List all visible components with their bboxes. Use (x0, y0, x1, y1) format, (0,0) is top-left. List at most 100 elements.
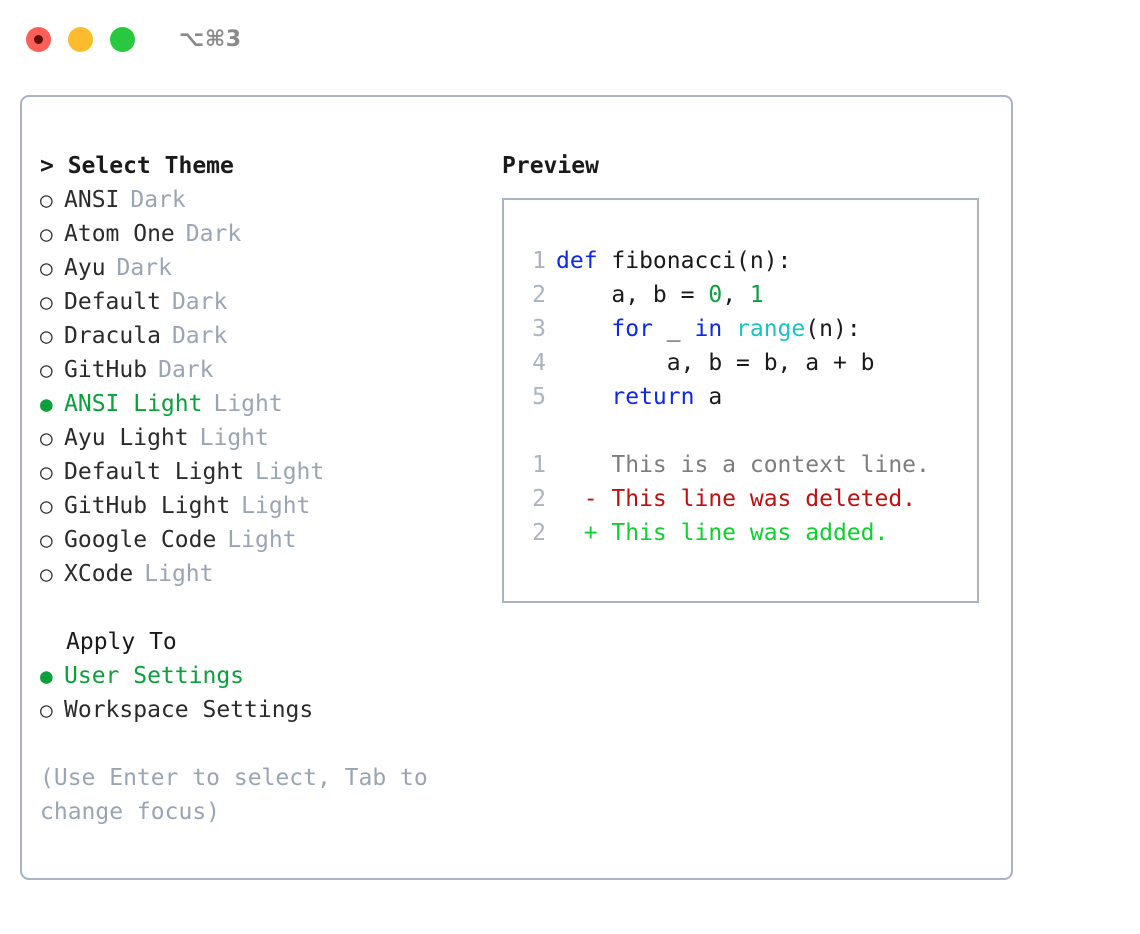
theme-option[interactable]: ○ Google Code Light (40, 523, 490, 557)
code-token: in (694, 316, 723, 342)
apply-to-option[interactable]: ○ Workspace Settings (40, 693, 490, 727)
preview-heading: Preview (502, 153, 599, 179)
theme-option[interactable]: ○ Atom One Dark (40, 217, 490, 251)
code-line: 3 for _ in range(n): (520, 312, 977, 346)
theme-option-variant-tag: Light (144, 561, 214, 587)
radio-unselected-icon: ○ (40, 256, 53, 280)
code-token: _ (652, 316, 695, 342)
radio-unselected-icon: ○ (40, 562, 53, 586)
code-token: a (694, 384, 723, 410)
theme-option[interactable]: ○ ANSI Dark (40, 183, 490, 217)
line-number: 2 (532, 486, 546, 512)
code-token: range (736, 316, 806, 342)
code-token: a, b = b, a + b (556, 350, 875, 376)
theme-option-label: GitHub Light (64, 493, 231, 519)
code-diff-separator (520, 414, 977, 448)
code-token: 0 (708, 282, 723, 308)
code-token: a, b = (556, 282, 709, 308)
select-theme-heading: > Select Theme (40, 153, 234, 179)
code-token: , (722, 282, 750, 308)
theme-option-label: ANSI (64, 187, 120, 213)
radio-unselected-icon: ○ (40, 222, 53, 246)
apply-to-option[interactable]: ●User Settings (40, 659, 490, 693)
diff-marker: - (556, 486, 612, 512)
minimize-button[interactable] (68, 26, 93, 52)
line-number: 2 (532, 282, 546, 308)
code-line: 5 return a (520, 380, 977, 414)
window-controls (26, 26, 135, 52)
list-spacer (40, 591, 490, 625)
code-line: 1 def fibonacci(n): (520, 244, 977, 278)
theme-option[interactable]: ○ Default Dark (40, 285, 490, 319)
theme-option-label: Default (64, 289, 161, 315)
diff-sample: 1 This is a context line.2 - This line w… (520, 448, 977, 550)
theme-option-variant-tag: Dark (185, 221, 242, 247)
theme-option-label: Ayu (64, 255, 106, 281)
apply-to-option-label: Workspace Settings (64, 697, 314, 723)
radio-unselected-icon: ○ (40, 358, 53, 382)
code-token: fibonacci(n): (597, 248, 792, 274)
diff-text: This line was deleted. (611, 486, 917, 512)
radio-unselected-icon: ○ (40, 290, 53, 314)
theme-option-label: Atom One (64, 221, 175, 247)
code-sample: 1 def fibonacci(n): 2 a, b = 0, 1 3 for _ i… (520, 244, 977, 414)
code-token: 1 (749, 282, 764, 308)
radio-unselected-icon: ○ (40, 698, 53, 722)
radio-unselected-icon: ○ (40, 460, 53, 484)
diff-line: 2 - This line was deleted. (520, 482, 977, 516)
code-token (722, 312, 736, 346)
theme-option-variant-tag: Dark (116, 255, 172, 281)
theme-option-label: Google Code (64, 527, 217, 553)
theme-option-variant-tag: Dark (171, 323, 228, 349)
diff-text: This line was added. (611, 520, 889, 546)
code-token: return (611, 384, 695, 410)
theme-option[interactable]: ○ Ayu Dark (40, 251, 490, 285)
theme-option-label: XCode (64, 561, 134, 587)
theme-option-variant-tag: Dark (158, 357, 214, 383)
title-bar: ⌥⌘3 (0, 0, 1140, 78)
code-token (556, 380, 611, 414)
theme-option-variant-tag: Light (227, 527, 297, 553)
radio-unselected-icon: ○ (40, 324, 53, 348)
theme-option-variant-tag: Light (255, 459, 325, 485)
theme-option-variant-tag: Dark (171, 289, 228, 315)
apply-to-heading: Apply To (66, 629, 177, 655)
radio-selected-icon: ● (40, 664, 53, 688)
code-token: def (556, 248, 598, 274)
diff-line: 1 This is a context line. (520, 448, 977, 482)
theme-option[interactable]: ○ XCode Light (40, 557, 490, 591)
line-number: 1 (532, 248, 546, 274)
theme-option-label: Dracula (64, 323, 161, 349)
keyboard-shortcut-label: ⌥⌘3 (179, 26, 242, 52)
keyboard-hint: (Use Enter to select, Tab to change focu… (40, 765, 428, 825)
code-token: for (611, 316, 653, 342)
code-line: 4 a, b = b, a + b (520, 346, 977, 380)
line-number: 1 (532, 452, 546, 478)
line-number: 4 (532, 350, 546, 376)
line-number: 5 (532, 384, 546, 410)
theme-option[interactable]: ○ Dracula Dark (40, 319, 490, 353)
theme-option-variant-tag: Dark (130, 187, 186, 213)
theme-option-label: GitHub (64, 357, 148, 383)
radio-unselected-icon: ○ (40, 528, 53, 552)
diff-marker (556, 448, 611, 482)
theme-option[interactable]: ○ GitHub Dark (40, 353, 490, 387)
radio-unselected-icon: ○ (40, 426, 53, 450)
diff-text: This is a context line. (611, 452, 930, 478)
code-token (556, 312, 611, 346)
preview-column: Preview 1 def fibonacci(n): 2 a, b = 0, 1 3… (502, 149, 1002, 603)
apply-to-list[interactable]: ●User Settings ○ Workspace Settings (40, 659, 490, 727)
close-button[interactable] (26, 26, 51, 52)
preview-box: 1 def fibonacci(n): 2 a, b = 0, 1 3 for _ i… (502, 198, 979, 603)
maximize-button[interactable] (110, 26, 135, 52)
radio-unselected-icon: ○ (40, 188, 53, 212)
diff-line: 2 + This line was added. (520, 516, 977, 550)
